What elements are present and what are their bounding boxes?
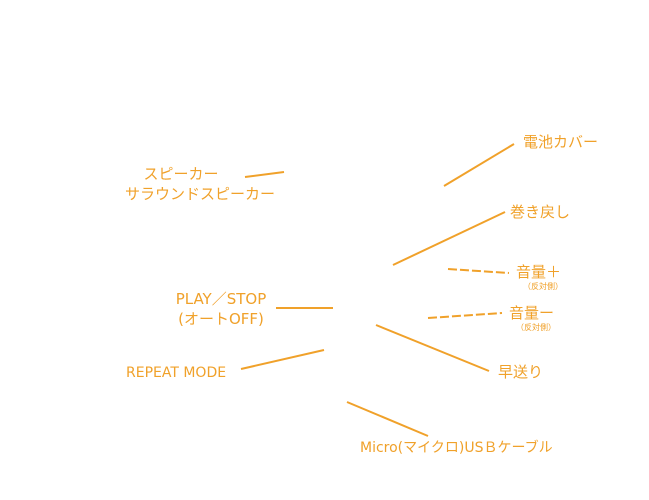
label-battery-cover: 電池カバー [523, 132, 598, 152]
leader-line-repeat-mode [240, 349, 325, 370]
surround-speaker-label: サラウンドスピーカー [124, 185, 275, 203]
label-volume-up: 音量＋ （反対側） [516, 262, 570, 291]
leader-line-speaker [244, 171, 285, 178]
leader-line-volume-up [447, 268, 510, 274]
repeat-mode-label: REPEAT MODE [126, 365, 227, 381]
auto-off-label: (オートOFF) [178, 310, 264, 328]
play-stop-label: PLAY／STOP [175, 290, 267, 308]
label-micro-usb-cable: Micro(マイクロ)USＢケーブル [360, 438, 553, 458]
leader-line-volume-down [427, 312, 503, 319]
label-speaker: スピーカー サラウンドスピーカー [118, 164, 282, 204]
rewind-label: 巻き戻し [510, 203, 571, 221]
volume-down-label: 音量ー [509, 304, 555, 322]
label-volume-down: 音量ー （反対側） [509, 303, 563, 332]
volume-down-note: （反対側） [516, 323, 556, 332]
fast-forward-label: 早送り [498, 363, 544, 381]
battery-cover-label: 電池カバー [523, 133, 599, 151]
volume-up-label: 音量＋ [516, 263, 562, 281]
volume-up-note: （反対側） [523, 282, 563, 291]
label-play-stop: PLAY／STOP (オートOFF) [158, 289, 284, 329]
leader-line-micro-usb [346, 401, 429, 437]
label-fast-forward: 早送り [498, 362, 543, 382]
label-rewind: 巻き戻し [510, 202, 570, 222]
leader-line-fast-forward [375, 324, 490, 372]
leader-line-battery-cover [443, 143, 515, 187]
label-repeat-mode: REPEAT MODE [126, 363, 226, 383]
leader-line-rewind [392, 211, 506, 266]
speaker-label: スピーカー [143, 165, 219, 183]
micro-usb-cable-label: Micro(マイクロ)USＢケーブル [360, 440, 553, 456]
